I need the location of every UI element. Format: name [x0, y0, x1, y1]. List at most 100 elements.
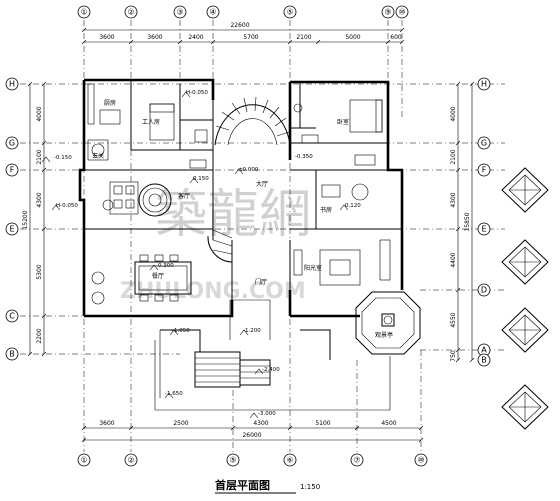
top-axis-9: ⑨ — [384, 8, 391, 17]
left-axis-g: G — [9, 139, 15, 148]
level-1: H-0.050 — [186, 90, 208, 96]
top-dim-1: 3600 — [99, 34, 114, 41]
bottom-axis-markers — [77, 453, 428, 467]
bottom-axis-10: ⑩ — [417, 456, 424, 465]
bottom-dim-1: 3600 — [99, 420, 114, 427]
bottom-dimension-lines — [81, 425, 424, 443]
left-dim-3: 4300 — [36, 192, 43, 207]
watermark-chars: 築龍網 — [155, 185, 311, 245]
room-entry: 玄关 — [92, 152, 104, 160]
terrace-outline — [154, 299, 391, 411]
top-axis-10: ⑩ — [398, 8, 405, 17]
bottom-axis-6: ⑥ — [286, 456, 293, 465]
left-axis-b: B — [9, 350, 15, 359]
left-axis-h: H — [9, 80, 15, 89]
right-dim-2: 2100 — [450, 149, 457, 164]
level-13: 0.150 — [193, 176, 209, 182]
right-axis-e: E — [481, 225, 486, 234]
top-dim-3: 2400 — [188, 34, 203, 41]
right-dim-5: 4550 — [450, 312, 457, 327]
top-dim-2: 3600 — [147, 34, 162, 41]
left-dimension-lines — [27, 81, 47, 357]
bottom-dim-4: 5100 — [315, 420, 330, 427]
level-2: ±0.000 — [238, 167, 259, 173]
bottom-dim-5: 4500 — [381, 420, 396, 427]
drawing-title: 首层平面图 — [215, 478, 270, 492]
interior-walls — [84, 80, 402, 300]
entrance-steps — [160, 329, 331, 388]
left-dim-1: 4000 — [36, 106, 43, 121]
left-dim-5: 2200 — [36, 328, 43, 343]
right-dim-6: 750 — [450, 350, 457, 362]
exterior-walls — [78, 78, 404, 318]
room-sunroom: 阳光室 — [304, 264, 322, 272]
room-study: 书房 — [320, 206, 332, 214]
left-axis-f: F — [10, 166, 15, 175]
level-9: -2.400 — [262, 367, 280, 373]
furniture — [87, 83, 391, 305]
left-axis-e: E — [9, 225, 14, 234]
level-10: -3.000 — [258, 411, 276, 417]
room-dining: 餐厅 — [152, 272, 164, 280]
level-4: H-0.050 — [56, 203, 78, 209]
top-dim-4: 5700 — [243, 34, 258, 41]
level-7: -1.200 — [243, 328, 261, 334]
bottom-axis-1: ① — [80, 456, 87, 465]
right-dim-1: 4000 — [450, 106, 457, 121]
top-dim-5: 2100 — [296, 34, 311, 41]
level-symbols — [41, 91, 349, 419]
left-dim-4: 5300 — [36, 264, 43, 279]
top-axis-1: ① — [80, 8, 87, 17]
watermark-latin: ZHULONG.COM — [120, 279, 306, 304]
room-gazebo: 观景亭 — [375, 331, 393, 339]
room-hall: 大厅 — [256, 180, 268, 188]
room-kitchen: 厨房 — [104, 99, 116, 107]
section-symbol-3 — [501, 307, 549, 353]
room-foyer: 门厅 — [255, 278, 267, 286]
right-axis-f: F — [482, 166, 487, 175]
right-axis-g: G — [481, 139, 487, 148]
room-bedroom: 卧室 — [337, 118, 349, 126]
right-dim-4: 4400 — [450, 252, 457, 267]
level-5: -0.300 — [156, 263, 174, 269]
right-axis-b: B — [481, 356, 487, 365]
section-symbol-1 — [501, 167, 549, 213]
right-total-dim: 15850 — [464, 212, 471, 231]
level-8: -1.650 — [165, 391, 183, 397]
bottom-dim-2: 2500 — [173, 420, 188, 427]
top-axis-5: ⑤ — [286, 8, 293, 17]
bottom-dim-3: 4300 — [253, 420, 268, 427]
top-axis-markers — [77, 5, 409, 19]
right-axis-markers — [477, 77, 491, 367]
level-6: -1.050 — [172, 328, 190, 334]
top-axis-4: ④ — [209, 8, 216, 17]
level-12: -0.350 — [295, 154, 313, 160]
top-dim-6: 5000 — [345, 34, 360, 41]
bottom-axis-7: ⑦ — [353, 456, 360, 465]
left-total-dim: 15200 — [22, 210, 29, 229]
level-11: 0.120 — [345, 203, 361, 209]
right-axis-a: A — [481, 346, 487, 355]
right-axis-d: D — [481, 286, 487, 295]
top-dimension-lines — [81, 27, 405, 45]
right-axis-h: H — [481, 80, 487, 89]
right-dimension-lines — [455, 81, 475, 363]
bottom-axis-2: ② — [127, 456, 134, 465]
level-3: -0.150 — [54, 155, 72, 161]
drawing-scale: 1:150 — [300, 483, 320, 491]
left-dim-2: 2100 — [36, 149, 43, 164]
top-dim-7: 600 — [390, 34, 402, 41]
bottom-total-dim: 26000 — [242, 432, 261, 439]
lower-staircase — [207, 229, 233, 263]
bottom-axis-5: ⑤ — [229, 456, 236, 465]
right-dim-3: 4300 — [450, 192, 457, 207]
section-symbol-2 — [501, 239, 549, 285]
top-axis-2: ② — [127, 8, 134, 17]
top-total-dim: 22600 — [230, 22, 249, 29]
room-living: 客厅 — [178, 192, 190, 200]
gazebo-octagon — [355, 291, 421, 355]
left-axis-markers — [5, 77, 19, 361]
spiral-staircase — [214, 96, 291, 146]
room-maid: 工人房 — [142, 118, 160, 126]
